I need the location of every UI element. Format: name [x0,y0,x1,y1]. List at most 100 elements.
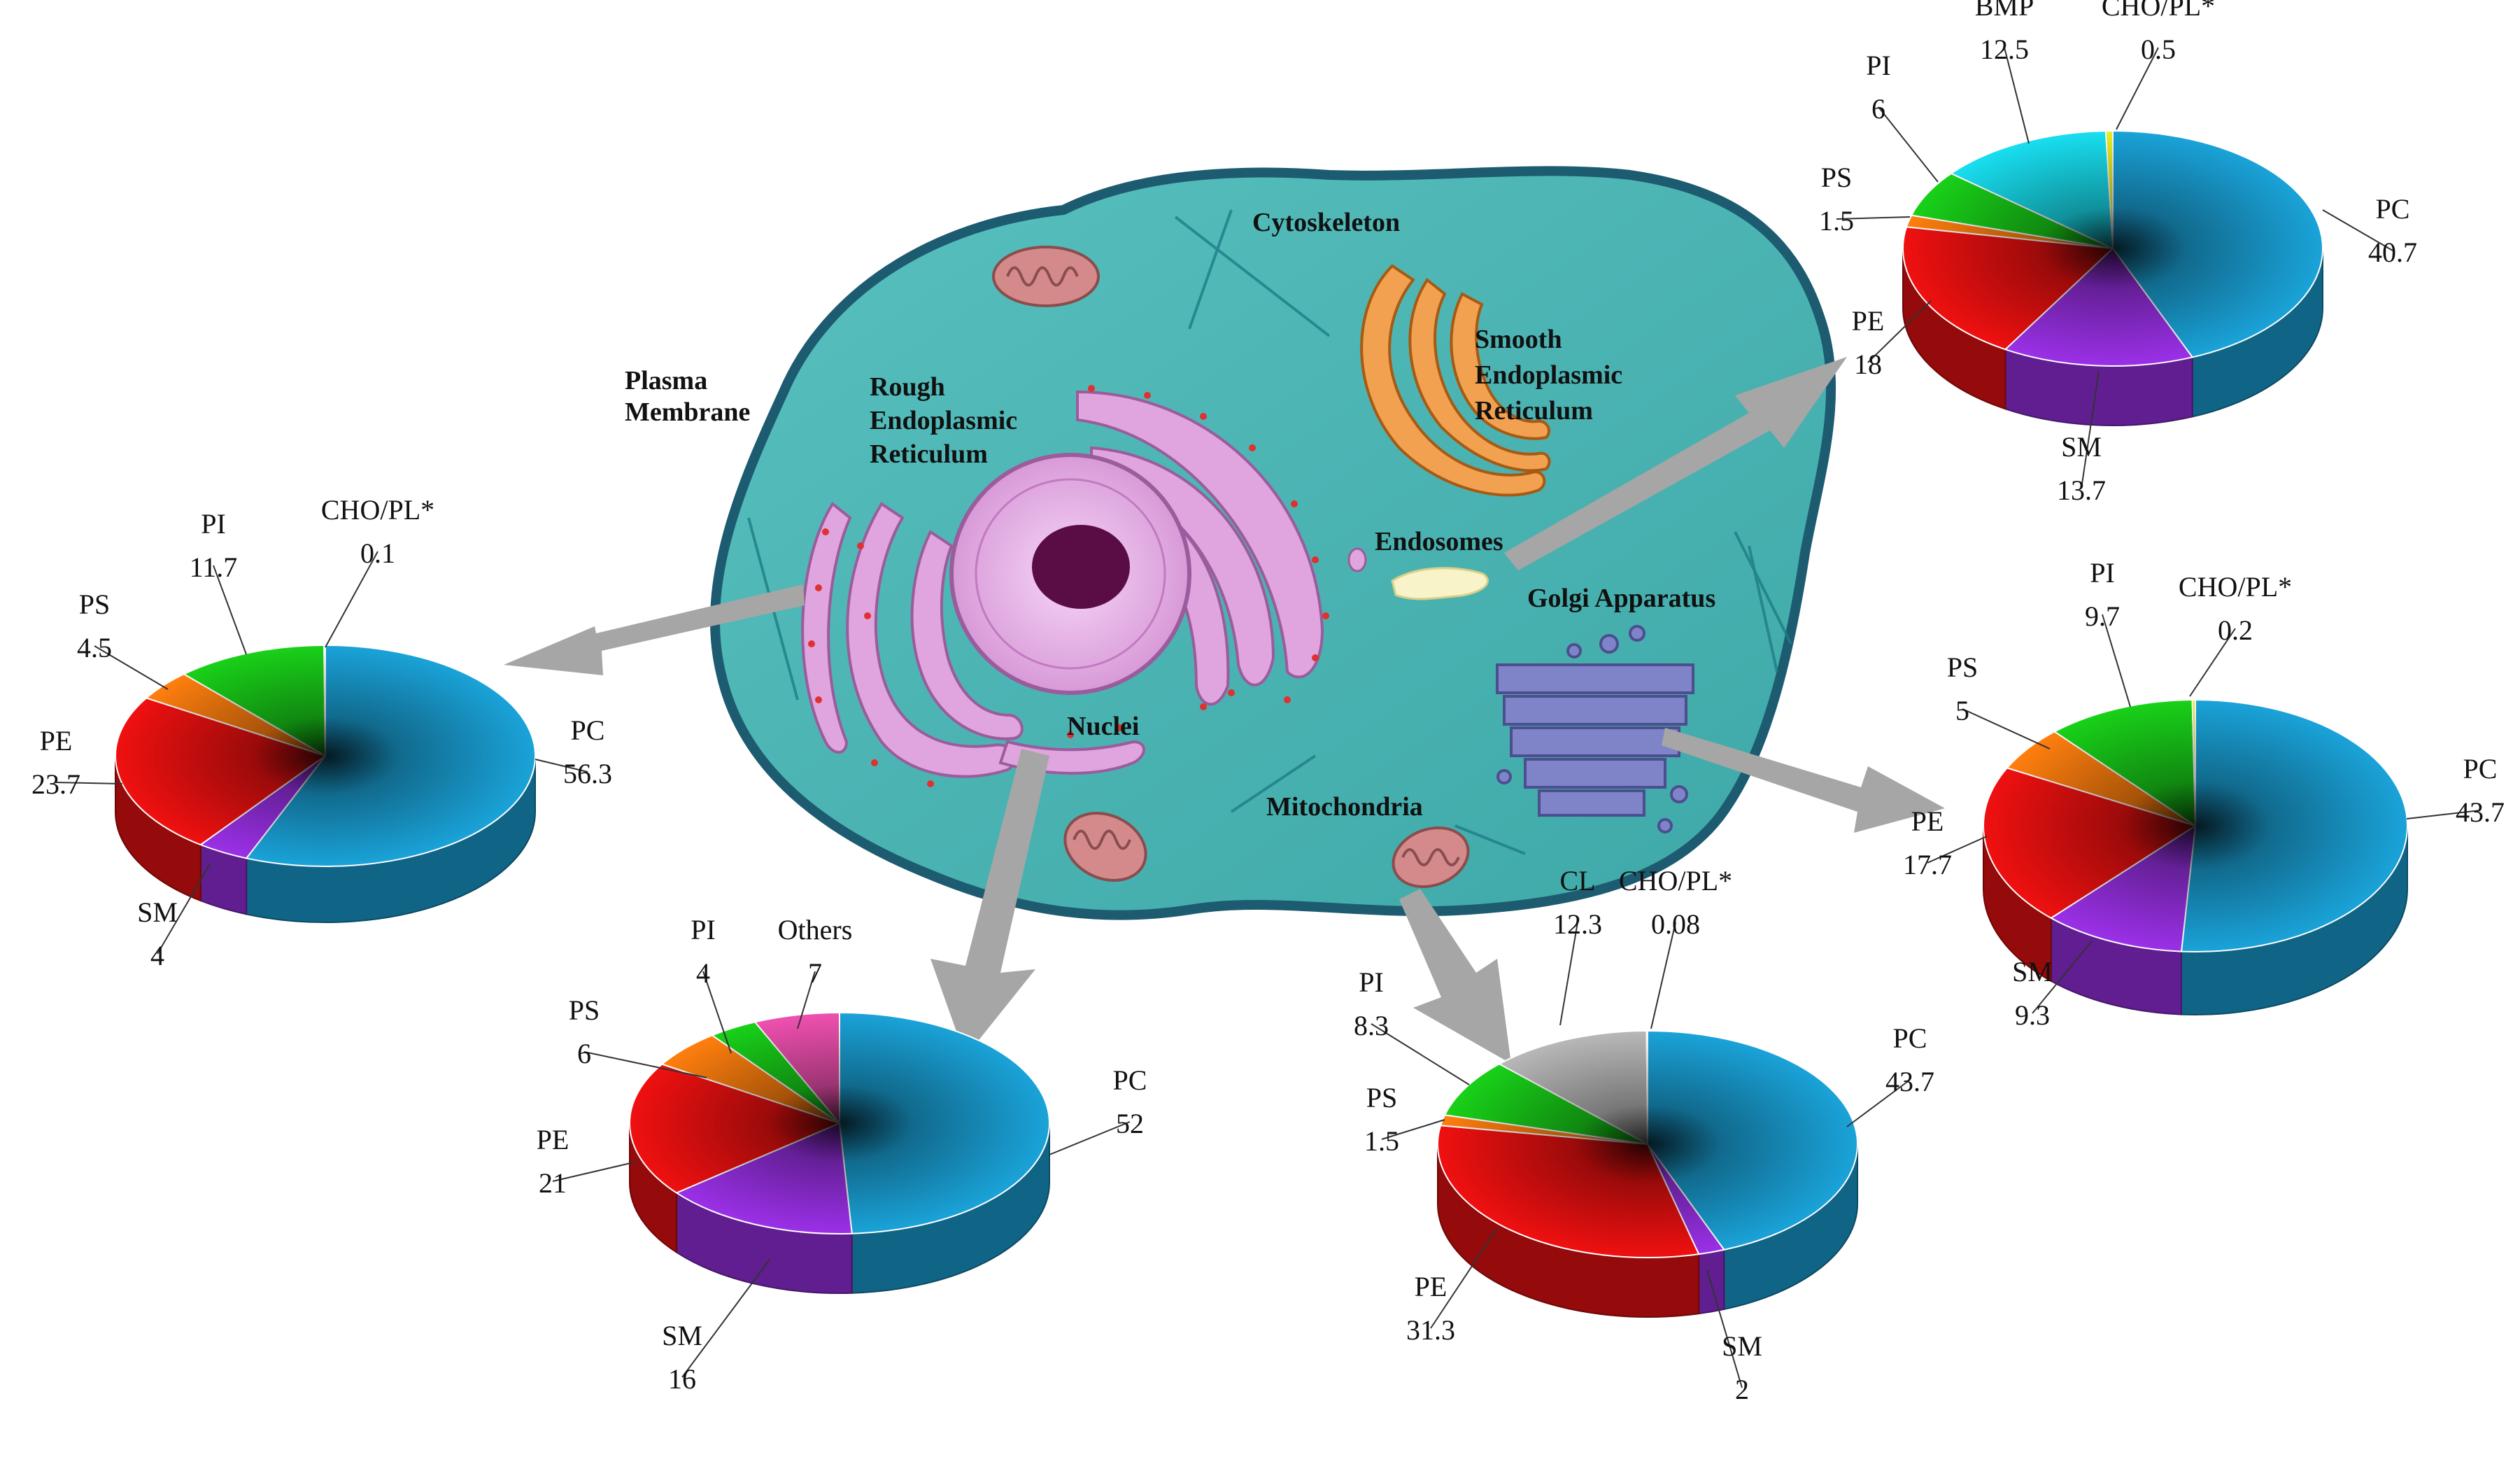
slice-name: PE [40,725,73,756]
pie-shading [630,1013,1049,1234]
label-plasma-membrane: Plasma Membrane [625,366,750,427]
leader-line [583,1051,707,1078]
slice-value: 11.7 [190,551,238,583]
slice-name: SM [137,896,178,928]
cell-illustration [710,166,1836,920]
golgi-apparatus [1496,625,1694,833]
slice-label: PE 21 [537,1124,569,1199]
arrows [504,357,1945,1064]
arrow-plasma-membrane [504,584,805,675]
arrow-nuclei [930,749,1049,1057]
slice-label: CHO/PL*0.08 [1619,865,1732,940]
slice-name: PS [1821,162,1853,193]
pie-sides [115,755,536,924]
leader-line [681,1259,770,1378]
slice-value: 2 [1735,1374,1749,1405]
slice-label: PC 40.7 [2368,193,2417,268]
slice-name: PC [1893,1022,1927,1054]
pie-shading [1438,1031,1857,1258]
slice-value: 4.5 [77,632,112,663]
slice-label: SM 13.7 [2057,431,2106,506]
slice-value: 1.5 [1364,1125,1399,1157]
pie-shading [1983,700,2407,952]
mitochondrion [1063,811,1147,882]
slice-label: CHO/PL*0.2 [2179,571,2292,646]
slice-name: PE [537,1124,569,1155]
slice-name: CHO/PL* [321,494,434,526]
slice-name: PI [2090,557,2115,589]
smooth-endoplasmic-reticulum [1360,264,1551,497]
slice-name: SM [662,1320,702,1351]
slice-label: PS 1.5 [1364,1082,1399,1157]
slice-label: SM 16 [662,1320,702,1395]
slice-name: CL [1559,865,1595,896]
slice-value: 16 [668,1363,696,1395]
slice-name: PC [2376,193,2410,225]
leader-line [213,565,247,655]
label-smooth-er: Smooth Endoplasmic Reticulum [1475,325,1629,425]
slice-value: 13.7 [2057,474,2106,506]
slice-value: 21 [539,1167,567,1199]
slice-value: 7 [808,957,822,989]
leader-line [1430,1227,1498,1329]
leader-line [1381,1119,1445,1140]
leader-line [55,782,123,784]
pie-shading [1903,131,2323,366]
slice-name: PI [201,508,226,540]
slice-name: PS [1366,1082,1398,1113]
slice-name: SM [2012,956,2053,987]
slice-label: BMP 12.5 [1975,0,2034,65]
slice-name: PC [2463,753,2498,784]
slice-value: 5 [1955,695,1969,726]
leader-line [1846,1079,1911,1127]
slice-name: SM [2061,431,2102,463]
mitochondrion [992,246,1100,307]
slice-name: PS [569,994,600,1026]
cytoskeleton [747,209,1792,855]
slice-value: 0.5 [2141,34,2176,65]
slice-value: 1.5 [1819,205,1854,237]
pie-sides [629,1122,1050,1294]
slice-value: 40.7 [2368,237,2417,268]
leader-line [2406,810,2481,819]
nucleus [949,453,1191,695]
leader-line [2081,370,2100,489]
endosome [1391,567,1489,600]
slice-value: 0.08 [1651,908,1700,940]
leader-line [325,551,378,648]
slice-value: 52 [1116,1108,1144,1139]
slice-value: 56.3 [563,758,612,789]
leader-line [702,971,732,1054]
pie-shading [115,645,535,866]
leader-line [2189,628,2236,697]
leader-line [1559,922,1578,1026]
ribosomes [808,385,1329,787]
leader-line [1371,1023,1470,1085]
leader-line [94,645,169,690]
slice-label: PI 11.7 [190,508,238,583]
pie-side-sm [1698,1248,1725,1315]
slice-name: BMP [1975,0,2034,22]
slice-label: PC 52 [1113,1064,1147,1139]
slice-value: 12.5 [1980,34,2029,65]
slice-name: PC [1113,1064,1147,1096]
leader-line [2102,614,2131,708]
label-rough-er: Rough Endoplasmic Reticulum [870,372,1024,469]
slice-name: PS [1947,652,1979,683]
slice-value: 6 [577,1038,591,1069]
label-cytoskeleton: Cytoskeleton [1252,208,1400,237]
